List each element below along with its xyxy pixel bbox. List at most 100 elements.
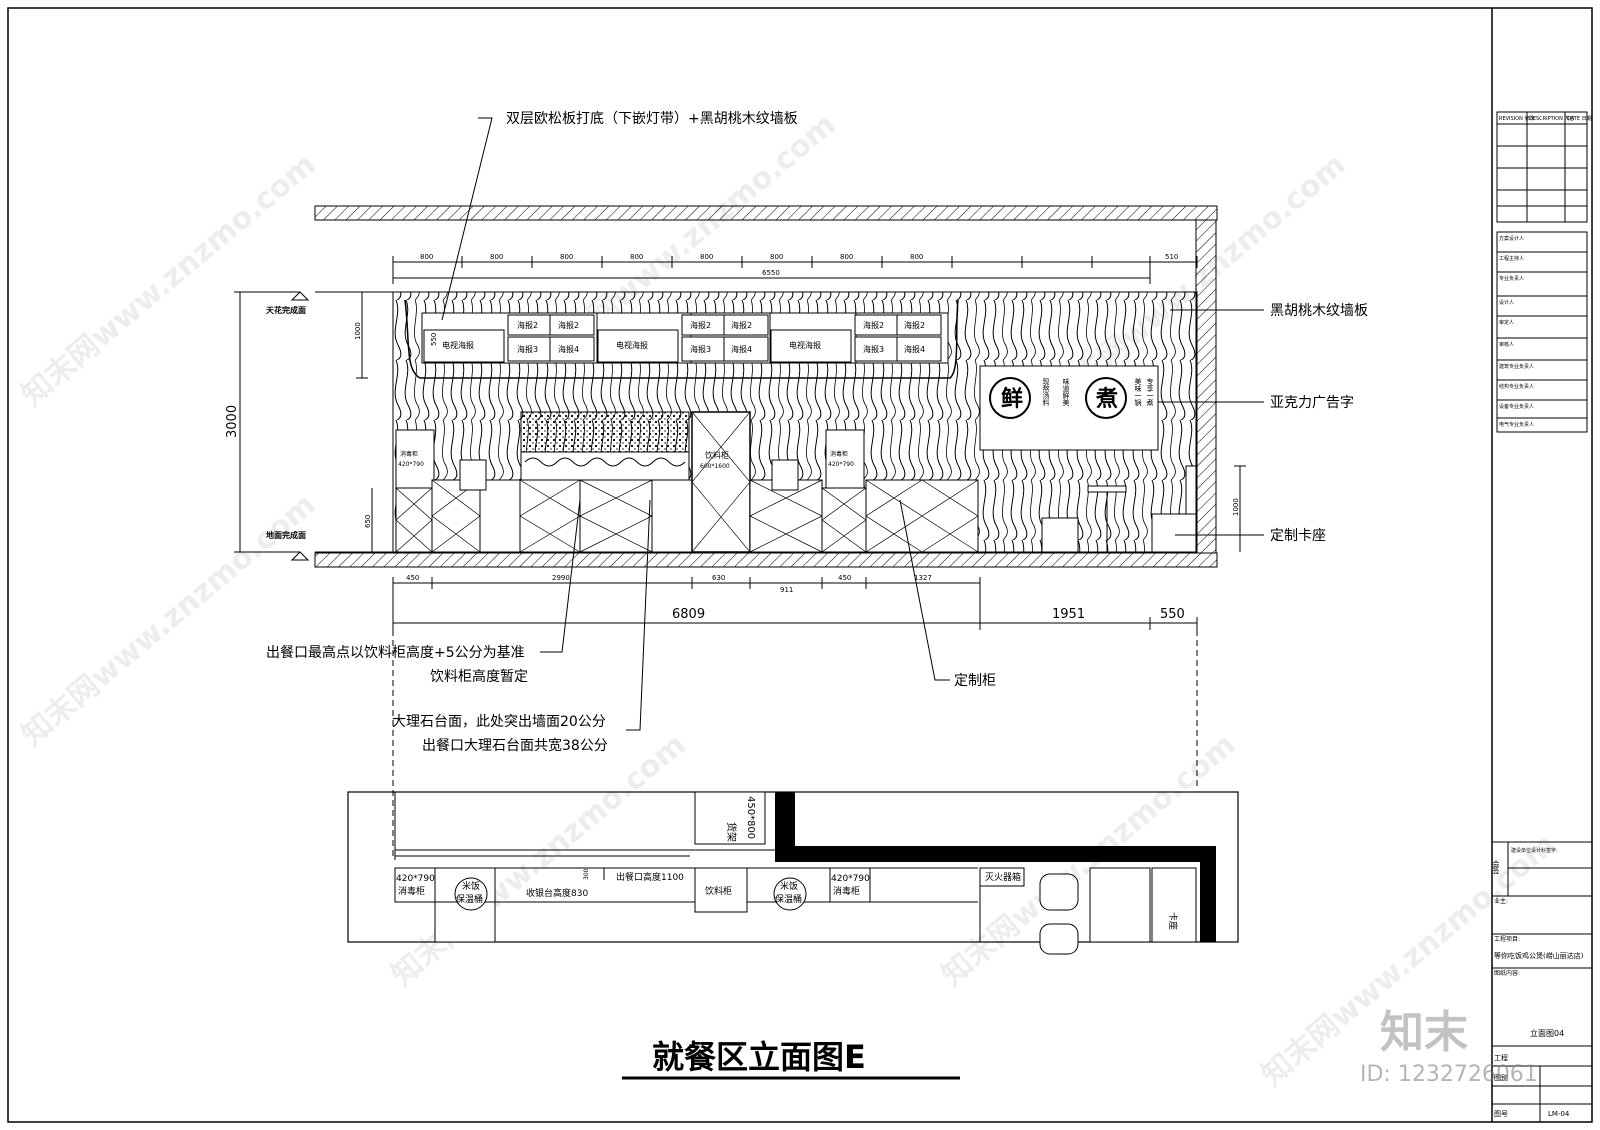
dim-label: 800 <box>560 253 573 261</box>
role-label: 结构专业负责人 <box>1499 383 1534 390</box>
elevation-view <box>234 117 1264 860</box>
dim-label: 800 <box>630 253 643 261</box>
seal-label: 建设单位设计科签字: <box>1511 847 1558 854</box>
dim-label: 550 <box>430 333 438 346</box>
plan-label: 消毒柜 <box>398 885 425 897</box>
sign-text: 味道鲜美 <box>1062 377 1070 407</box>
dim-label: 6809 <box>672 607 705 622</box>
page-title: 就餐区立面图E <box>652 1038 866 1076</box>
rev-header: DATE 日期 <box>1567 116 1592 122</box>
project-name: 等你吃饭鸡公煲(崂山丽达店) <box>1494 951 1584 960</box>
poster-label: 海报3 <box>517 344 538 354</box>
sign-char: 鲜 <box>1001 387 1023 412</box>
dim-label: 800 <box>700 253 713 261</box>
role-label: 设备专业负责人 <box>1499 403 1534 410</box>
disinfect-cabinet <box>395 429 435 491</box>
disinfect-size: 420*790 <box>398 461 424 468</box>
plan-label: 消毒柜 <box>833 885 860 897</box>
plan-label: 灭火器箱 <box>985 871 1021 883</box>
poster-label: 海报2 <box>904 320 925 330</box>
dim-label: 450 <box>406 574 419 582</box>
disinfect-label: 消毒柜 <box>400 450 418 458</box>
dim-total-top: 6550 <box>762 269 780 277</box>
dim-label: 800 <box>910 253 923 261</box>
annotation-walnut-panel: 黑胡桃木纹墙板 <box>1270 303 1368 319</box>
sign-char: 煮 <box>1095 386 1118 412</box>
poster-label: 海报2 <box>731 320 752 330</box>
plan-label: 货架 <box>725 822 738 842</box>
drawing-number-label: 图号 <box>1494 1110 1508 1118</box>
role-label: 方案设计人 <box>1499 235 1524 242</box>
plan-label: 300 <box>583 868 590 880</box>
dim-label: 1000 <box>1232 498 1240 516</box>
poster-label: 海报2 <box>863 320 884 330</box>
plan-label: 饮料柜 <box>705 885 732 897</box>
dim-label: 800 <box>770 253 783 261</box>
role-label: 设计人 <box>1499 299 1514 306</box>
plan-label: 卡座 <box>1167 912 1179 930</box>
plan-label: 420*790 <box>396 874 435 884</box>
content-label: 图纸内容: <box>1494 969 1520 977</box>
dim-label: 450 <box>838 574 851 582</box>
sign-text: 美味一锅 <box>1134 377 1142 407</box>
plan-view <box>347 791 1239 955</box>
project-label: 工程项目: <box>1494 935 1520 943</box>
watermark-id: ID: 1232726061 <box>1360 1062 1538 1087</box>
led-strip <box>404 299 959 379</box>
annotation-wall-base: 双层欧松板打底（下嵌灯带）+黑胡桃木纹墙板 <box>506 110 798 127</box>
dim-label: 911 <box>780 586 793 594</box>
annotation-acrylic-sign: 亚克力广告字 <box>1270 395 1354 411</box>
poster-label: 电视海报 <box>616 340 648 350</box>
role-label: 审定人 <box>1499 319 1514 326</box>
dim-height: 3000 <box>225 405 240 438</box>
dim-label: 1327 <box>914 574 932 582</box>
rev-header: DESCRIPTION 内容 <box>1529 115 1574 122</box>
plan-label: 出餐口高度1100 <box>616 871 684 883</box>
watermark-logo: 知末 <box>1380 1007 1468 1058</box>
annotation-custom-cabinet: 定制柜 <box>954 673 996 689</box>
plan-label: 收银台高度830 <box>526 887 588 899</box>
dim-label: 510 <box>1165 253 1178 261</box>
title-block <box>1491 111 1593 1122</box>
dim-label: 800 <box>840 253 853 261</box>
role-label: 工程主持人 <box>1499 255 1524 262</box>
annotation-marble-top: 大理石台面，此处突出墙面20公分 <box>392 714 606 730</box>
annotation-cabinet-height: 饮料柜高度暂定 <box>430 668 528 685</box>
sign-text: 专享一煮 <box>1146 377 1154 407</box>
drinks-cabinet <box>691 411 751 553</box>
rev-header: REVISION 修改 <box>1499 115 1534 122</box>
poster-label: 海报4 <box>731 344 752 354</box>
annotation-marble-width: 出餐口大理石台面共宽38公分 <box>422 737 608 754</box>
poster-label: 海报2 <box>517 320 538 330</box>
poster-label: 电视海报 <box>442 340 474 350</box>
ceiling-level-label: 天花完成面 <box>266 305 306 315</box>
role-label: 审核人 <box>1499 341 1514 348</box>
poster-label: 海报2 <box>558 320 579 330</box>
role-label: 建筑专业负责人 <box>1499 363 1534 370</box>
dim-label: 630 <box>712 574 725 582</box>
dim-label: 800 <box>420 253 433 261</box>
plan-label: 450*800 <box>745 796 756 839</box>
drawing-content: 立面图04 <box>1530 1028 1564 1038</box>
poster-label: 电视海报 <box>789 340 821 350</box>
dim-label: 1951 <box>1052 607 1085 622</box>
sheet-border <box>7 7 1593 1123</box>
dim-label: 650 <box>364 515 372 528</box>
poster-label: 海报4 <box>558 344 579 354</box>
drawing-number: LM-04 <box>1548 1110 1570 1118</box>
disinfect-label: 消毒柜 <box>830 450 848 458</box>
plan-label: 米饭 <box>462 880 480 892</box>
floor-level-label: 地面完成面 <box>266 530 306 540</box>
poster-label: 海报3 <box>863 344 884 354</box>
plan-label: 米饭 <box>780 880 798 892</box>
dim-label: 800 <box>490 253 503 261</box>
engineering-label: 工程 <box>1494 1053 1508 1062</box>
dim-label: 550 <box>1160 607 1185 622</box>
drawing-type-label: 图别 <box>1494 1073 1508 1082</box>
sign-off-label: 会签 <box>1492 859 1500 874</box>
poster-label: 海报3 <box>690 344 711 354</box>
disinfect-size: 420*790 <box>828 461 854 468</box>
owner-label: 业主: <box>1494 897 1508 905</box>
plan-label: 420*790 <box>831 874 870 884</box>
